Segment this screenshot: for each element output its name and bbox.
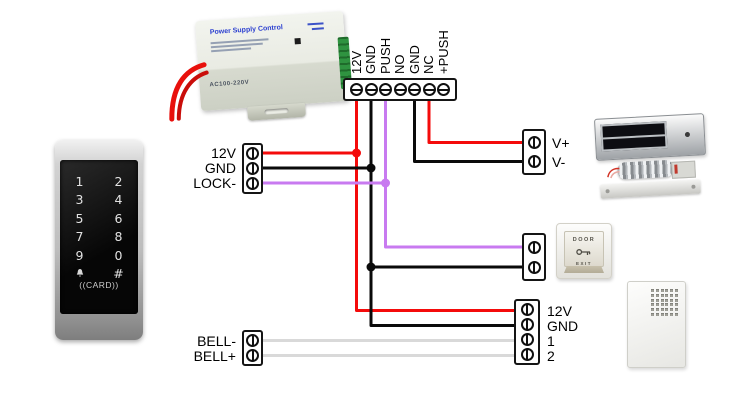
main-pin-label-push: PUSH xyxy=(377,37,393,74)
key-3: 3 xyxy=(75,192,84,208)
main-pin-label-nc: NC xyxy=(421,55,436,74)
doorbell-label-2: 2 xyxy=(547,347,555,364)
speaker-grille xyxy=(651,289,680,318)
keypad-label-lock: LOCK- xyxy=(193,175,236,191)
exit-button-exit-label: EXIT xyxy=(575,261,592,266)
key-1: 1 xyxy=(75,173,84,189)
key-4: 4 xyxy=(114,192,123,208)
screw-terminal xyxy=(408,83,421,96)
junction-dot-red xyxy=(352,148,361,158)
psu-port-label xyxy=(311,27,324,31)
screw-terminal xyxy=(520,303,534,316)
keypad-terminal-block xyxy=(242,142,263,194)
lock-label-vplus: V+ xyxy=(552,134,570,151)
psu-title: Power Supply Control xyxy=(209,24,284,37)
bell-key-icon xyxy=(75,266,85,281)
main-pin-label-gnd: GND xyxy=(363,45,378,74)
screw-terminal xyxy=(527,136,541,149)
bell-label-minus: BELL- xyxy=(197,332,236,349)
wire-12v-main xyxy=(355,96,527,312)
psu-fineprint-line xyxy=(211,47,252,53)
screw-terminal xyxy=(246,176,259,190)
bell-label-plus: BELL+ xyxy=(193,347,236,364)
screw-terminal xyxy=(437,83,450,96)
screw-terminal xyxy=(520,348,534,361)
exit-button-door-label: DOOR xyxy=(572,237,596,243)
wire-nc-lock xyxy=(427,96,534,144)
wire-gnd-main xyxy=(369,96,527,327)
key-2: 2 xyxy=(114,173,123,189)
screw-terminal xyxy=(350,83,363,96)
screw-terminal xyxy=(364,83,378,96)
key-5: 5 xyxy=(75,210,84,226)
screw-terminal xyxy=(379,83,392,96)
psu-switch xyxy=(294,37,301,45)
card-reader-label: ((CARD)) xyxy=(79,280,119,290)
key-9: 9 xyxy=(75,247,84,263)
bell-terminal-block xyxy=(242,330,263,366)
lock-terminal-block xyxy=(522,129,546,175)
junction-dot-purple xyxy=(381,178,390,188)
bolt-cylinder xyxy=(617,159,674,180)
maglock-led xyxy=(684,131,691,138)
bolt-lock-plate xyxy=(600,179,701,199)
junction-dot-black2 xyxy=(366,262,376,272)
doorbell-image xyxy=(627,281,686,368)
screw-terminal xyxy=(393,83,407,96)
exit-terminal-block xyxy=(522,233,546,281)
key-7: 7 xyxy=(75,229,84,245)
bolt-wires xyxy=(607,167,620,179)
power-supply-image: Power Supply Control AC100-220V xyxy=(169,10,353,122)
key-hash: # xyxy=(113,266,124,282)
main-terminal-block xyxy=(343,78,457,101)
psu-port-label xyxy=(307,22,324,26)
screw-terminal xyxy=(527,260,541,274)
doorbell-label-gnd: GND xyxy=(547,317,579,334)
junction-dot-black xyxy=(366,163,376,173)
screw-terminal xyxy=(422,83,436,96)
keypad-label-12v: 12V xyxy=(211,145,236,161)
lock-label-vminus: V- xyxy=(552,153,566,170)
keypad-device: 1 2 3 4 5 6 7 8 9 0 # ((CARD)) xyxy=(55,140,143,340)
main-pin-label-ppush: +PUSH xyxy=(435,30,451,74)
psu-power-cable xyxy=(169,62,209,122)
wire-push-main xyxy=(384,96,534,249)
key-8: 8 xyxy=(114,229,123,245)
key-6: 6 xyxy=(114,210,123,226)
exit-button-key: DOOR EXIT xyxy=(564,231,604,267)
screw-terminal xyxy=(246,349,259,362)
wire-gnd-lock xyxy=(413,96,534,163)
screw-terminal xyxy=(246,334,259,347)
keypad-label-gnd: GND xyxy=(204,160,236,176)
screw-terminal xyxy=(246,161,259,175)
screw-terminal xyxy=(520,333,534,346)
main-pin-label-no: NO xyxy=(392,54,407,75)
maglock-magnet-face xyxy=(600,121,668,152)
doorbell-terminal-block xyxy=(514,299,540,365)
screw-terminal xyxy=(527,155,541,168)
bolt-housing xyxy=(671,160,696,179)
screw-terminal xyxy=(246,146,259,160)
keypad-panel: 1 2 3 4 5 6 7 8 9 0 # ((CARD)) xyxy=(60,160,138,314)
bolt-lock-image xyxy=(599,153,701,204)
screw-terminal xyxy=(520,318,534,331)
key-icon xyxy=(576,249,591,255)
main-pin-label-12v: 12V xyxy=(348,50,364,74)
main-pin-label-gnd2: GND xyxy=(406,45,422,74)
screw-terminal xyxy=(527,240,541,254)
exit-button-image: DOOR EXIT xyxy=(556,223,612,279)
key-0: 0 xyxy=(114,247,123,263)
doorbell-label-12v: 12V xyxy=(547,302,572,319)
doorbell-label-1: 1 xyxy=(547,332,555,349)
